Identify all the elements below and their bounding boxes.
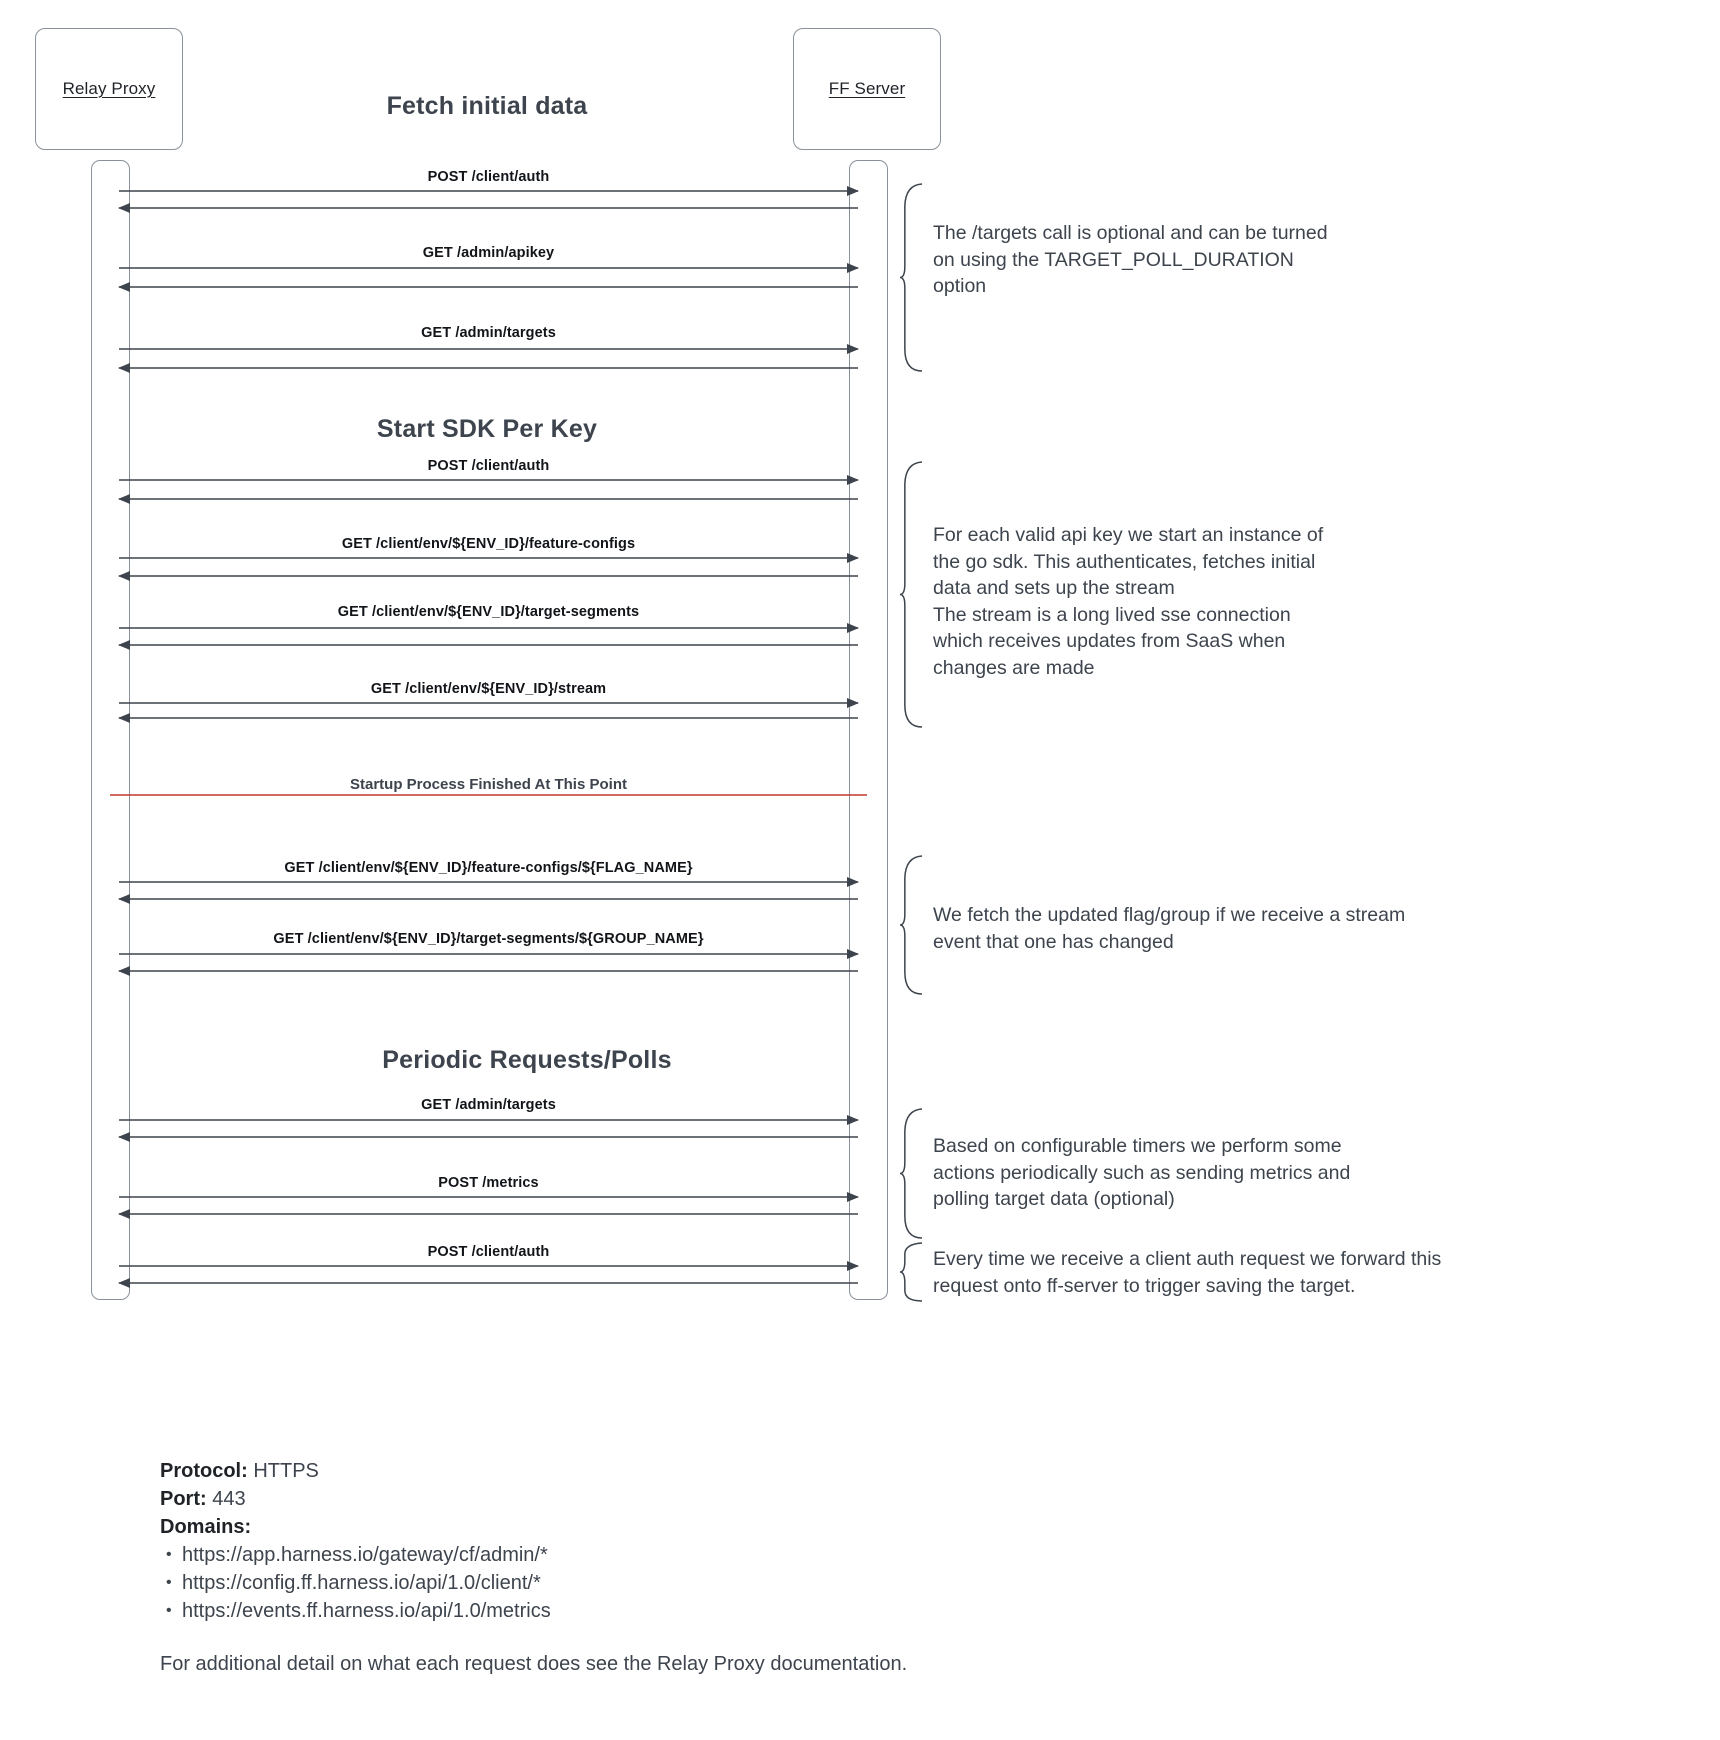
note-brace-3	[899, 1108, 923, 1239]
participant-box-ff-server: FF Server	[793, 28, 941, 150]
footer-domain-item: https://events.ff.harness.io/api/1.0/met…	[160, 1597, 1060, 1625]
footer-domain-list: https://app.harness.io/gateway/cf/admin/…	[160, 1541, 1060, 1625]
message-label: GET /admin/targets	[421, 325, 556, 341]
footer-documentation-note: For additional detail on what each reque…	[160, 1653, 908, 1675]
startup-finished-divider-label: Startup Process Finished At This Point	[350, 776, 627, 793]
footer-domain-item: https://app.harness.io/gateway/cf/admin/…	[160, 1541, 1060, 1569]
participant-label: Relay Proxy	[62, 79, 156, 98]
participant-label: FF Server	[828, 79, 906, 98]
footer-port-value: 443	[212, 1488, 246, 1510]
lifeline-activation-relay-proxy	[91, 160, 130, 1300]
participant-box-relay-proxy: Relay Proxy	[35, 28, 183, 150]
note-brace-2	[899, 855, 923, 995]
message-label: GET /client/env/${ENV_ID}/feature-config…	[341, 536, 636, 552]
message-label: POST /client/auth	[427, 1244, 550, 1260]
message-label: GET /client/env/${ENV_ID}/feature-config…	[284, 860, 693, 876]
message-label: POST /client/auth	[427, 458, 550, 474]
footer-port-key: Port:	[160, 1488, 207, 1510]
footer-domains-key: Domains:	[160, 1516, 252, 1538]
note-brace-0	[899, 183, 923, 372]
message-label: POST /client/auth	[427, 169, 550, 185]
message-label: GET /admin/apikey	[422, 245, 555, 261]
message-label: GET /client/env/${ENV_ID}/target-segment…	[273, 931, 704, 947]
footer-domain-item: https://config.ff.harness.io/api/1.0/cli…	[160, 1569, 1060, 1597]
section-title: Start SDK Per Key	[376, 415, 598, 443]
message-label: GET /client/env/${ENV_ID}/stream	[370, 681, 607, 697]
annotation-note: Every time we receive a client auth requ…	[933, 1248, 1442, 1297]
footer-port-row: Port: 443	[160, 1485, 1060, 1513]
annotation-note: For each valid api key we start an insta…	[933, 524, 1324, 679]
annotation-note: We fetch the updated flag/group if we re…	[933, 904, 1406, 953]
message-label: GET /admin/targets	[421, 1097, 556, 1113]
footer-protocol-value: HTTPS	[253, 1460, 319, 1482]
footer-protocol-key: Protocol:	[160, 1460, 248, 1482]
message-label: POST /metrics	[438, 1175, 539, 1191]
message-label: GET /client/env/${ENV_ID}/target-segment…	[337, 604, 640, 620]
annotation-note: Based on configurable timers we perform …	[933, 1135, 1351, 1210]
annotation-note: The /targets call is optional and can be…	[933, 222, 1328, 297]
footer-protocol-row: Protocol: HTTPS	[160, 1457, 1060, 1485]
section-title: Fetch initial data	[386, 92, 588, 120]
section-title: Periodic Requests/Polls	[382, 1046, 672, 1074]
